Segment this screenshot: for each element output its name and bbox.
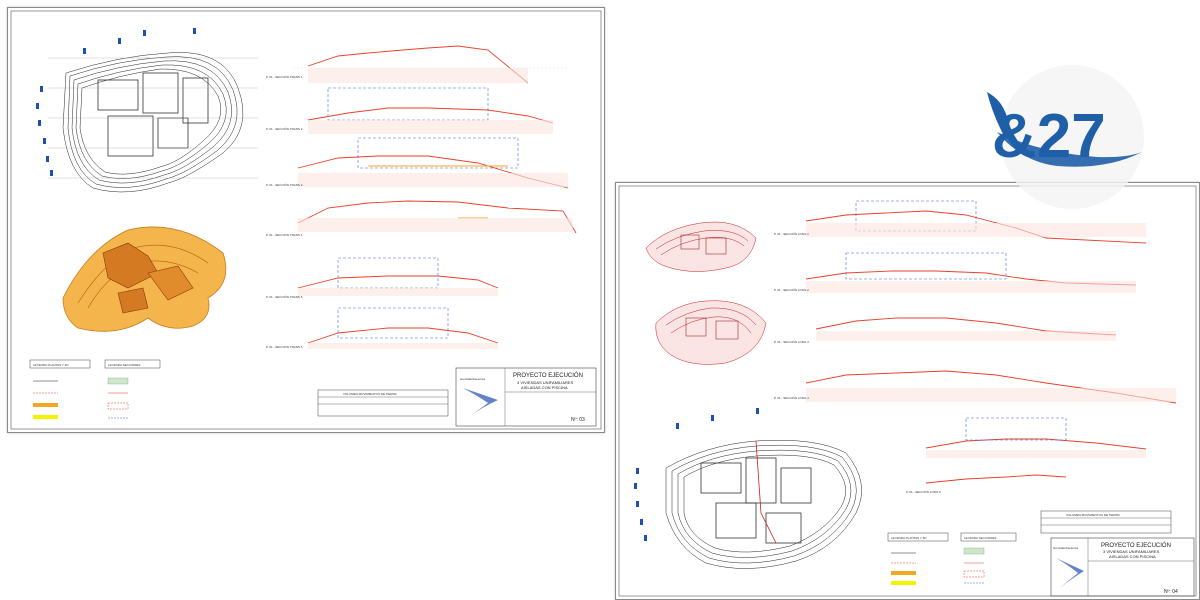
section-label: P. 01 - SECCIÓN TRANS 4 [266,232,303,237]
terrain-3d-model [62,226,227,332]
section-label: P. 01 - SECCIÓN TRANS 2 [266,126,303,131]
section-markers [36,28,196,176]
sections-group [805,200,1177,484]
title-block: GonzálezAsesores PROYECTO EJECUCIÓN 3 VI… [1050,537,1195,597]
office-logo-text: GonzálezAsesores [1053,546,1079,550]
section-label: P. 01 - SECCIÓN LONG 5 [906,489,941,494]
office-logo-icon [463,388,498,418]
volumes-table: VOLUMEN MOVIMIENTOS DE TIERRA [317,389,449,417]
legend-secciones-title: LEYENDA SECCIONES [108,363,140,367]
legend-plantas-title: LEYENDA PLANTAS Y 3D [891,536,927,540]
sections-group: P. 01 - SECCIÓN TRANS 1 P. 01 - SECCIÓN … [266,45,577,349]
sheet-number: Nº: 03 [571,417,585,423]
site-plan [665,439,862,569]
legend-area: LEYENDA PLANTAS Y 3D LEYENDA SECCIONES [29,359,161,419]
title-block: GonzálezAsesores PROYECTO EJECUCIÓN 3 VI… [455,367,597,427]
office-logo-icon [1056,558,1084,588]
section-label: P. 01 - SECCIÓN LONG 1 [774,231,809,236]
drawing-sheet-03: P. 01 - SECCIÓN TRANS 1 P. 01 - SECCIÓN … [7,7,605,433]
office-logo-text: GonzálezAsesores [460,377,486,381]
volumes-table: VOLUMEN MOVIMIENTOS DE TIERRA [1040,510,1172,534]
section-label: P. 01 - SECCIÓN TRANS 5 [266,294,303,299]
section-label: P. 01 - SECCIÓN LONG 4 [774,395,809,400]
brand-leaf-icon [987,92,1027,152]
section-label: P. 01 - SECCIÓN TRANS 3 [266,182,303,187]
legend-area: LEYENDA PLANTAS Y 3D LEYENDA SECCIONES [887,532,1017,585]
sheet-number: Nº: 04 [1164,589,1178,595]
section-label: P. 01 - SECCIÓN TRANS 1 [266,74,303,79]
legend-secciones-title: LEYENDA SECCIONES [964,536,996,540]
project-subtitle-1: 3 VIVIENDAS UNIFAMILIARES [1103,549,1160,554]
volumes-table-title: VOLUMEN MOVIMIENTOS DE TIERRA [343,392,397,396]
section-label: P. 01 - SECCIÓN LONG 2 [774,287,809,292]
project-subtitle-1: 3 VIVIENDAS UNIFAMILIARES [517,380,574,385]
section-label: P. 01 - SECCIÓN TRANS 6 [266,344,303,349]
volumes-table-title: VOLUMEN MOVIMIENTOS DE TIERRA [1066,513,1120,517]
project-subtitle-2: AISLADAS CON PISCINA [1109,554,1156,559]
terrain-3d-red-models [645,221,767,365]
drawing-sheet-04: P. 01 - SECCIÓN LONG 1 P. 01 - SECCIÓN L… [615,182,1200,600]
project-subtitle-2: AISLADAS CON PISCINA [521,385,568,390]
legend-plantas-title: LEYENDA PLANTAS Y 3D [33,363,69,367]
and27-logo: &27 [967,62,1167,212]
site-plan [48,52,258,193]
project-title: PROYECTO EJECUCIÓN [1101,542,1171,549]
project-title: PROYECTO EJECUCIÓN [513,372,583,379]
section-markers [634,408,759,541]
section-label: P. 01 - SECCIÓN LONG 3 [774,339,809,344]
